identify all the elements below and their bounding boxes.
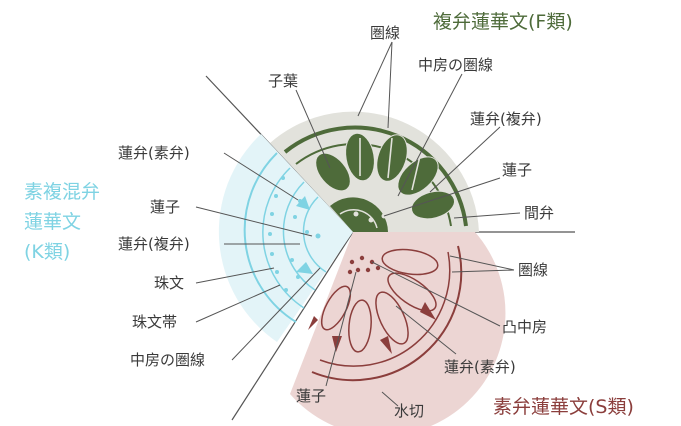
k-type-background [218, 134, 353, 342]
s-rings [311, 245, 463, 382]
k-label-compound-petal: 蓮弁(複弁) [118, 235, 190, 253]
k-petal-simple [296, 196, 310, 210]
f-petals [315, 132, 456, 220]
k-label-pearl-band: 珠文帯 [132, 313, 177, 331]
k-pearl-band [268, 176, 302, 292]
k-label-seed: 蓮子 [150, 198, 180, 216]
f-center-ring [339, 208, 378, 229]
k-petal-compound [296, 262, 313, 274]
k-seeds [305, 230, 321, 239]
k-label-pearl: 珠文 [154, 274, 184, 292]
s-type-background [290, 232, 506, 426]
f-label-seed: 蓮子 [502, 161, 532, 179]
k-type-tile [218, 134, 353, 342]
s-label-seed: 蓮子 [296, 387, 326, 405]
s-label-water-cut: 水切 [394, 402, 424, 420]
k-type-title-line1: 素複混弁 [24, 181, 100, 203]
f-label-ring: 圏線 [370, 24, 400, 42]
f-label-compound-petal: 蓮弁(複弁) [470, 110, 542, 128]
f-petal-veins [359, 137, 421, 191]
k-label-simple-petal: 蓮弁(素弁) [118, 144, 190, 162]
divider-lower-left [231, 231, 354, 421]
f-label-leaf: 子葉 [268, 72, 298, 90]
leader-lines [195, 41, 521, 407]
s-label-raised-center: 凸中房 [502, 318, 547, 336]
s-label-ring: 圏線 [518, 261, 548, 279]
k-type-title-line2: 蓮華文 [24, 211, 81, 233]
s-label-simple-petal: 蓮弁(素弁) [444, 358, 516, 376]
s-seeds [347, 255, 381, 275]
f-type-title: 複弁蓮華文(F類) [433, 11, 573, 33]
s-type-title: 素弁蓮華文(S類) [493, 396, 634, 418]
f-center-disc [330, 197, 388, 232]
f-label-center-ring: 中房の圏線 [418, 56, 493, 74]
k-rings [243, 152, 327, 323]
k-label-center-ring: 中房の圏線 [130, 351, 205, 369]
f-label-interpetal: 間弁 [524, 204, 554, 222]
k-type-title-line3: (K類) [24, 241, 70, 263]
